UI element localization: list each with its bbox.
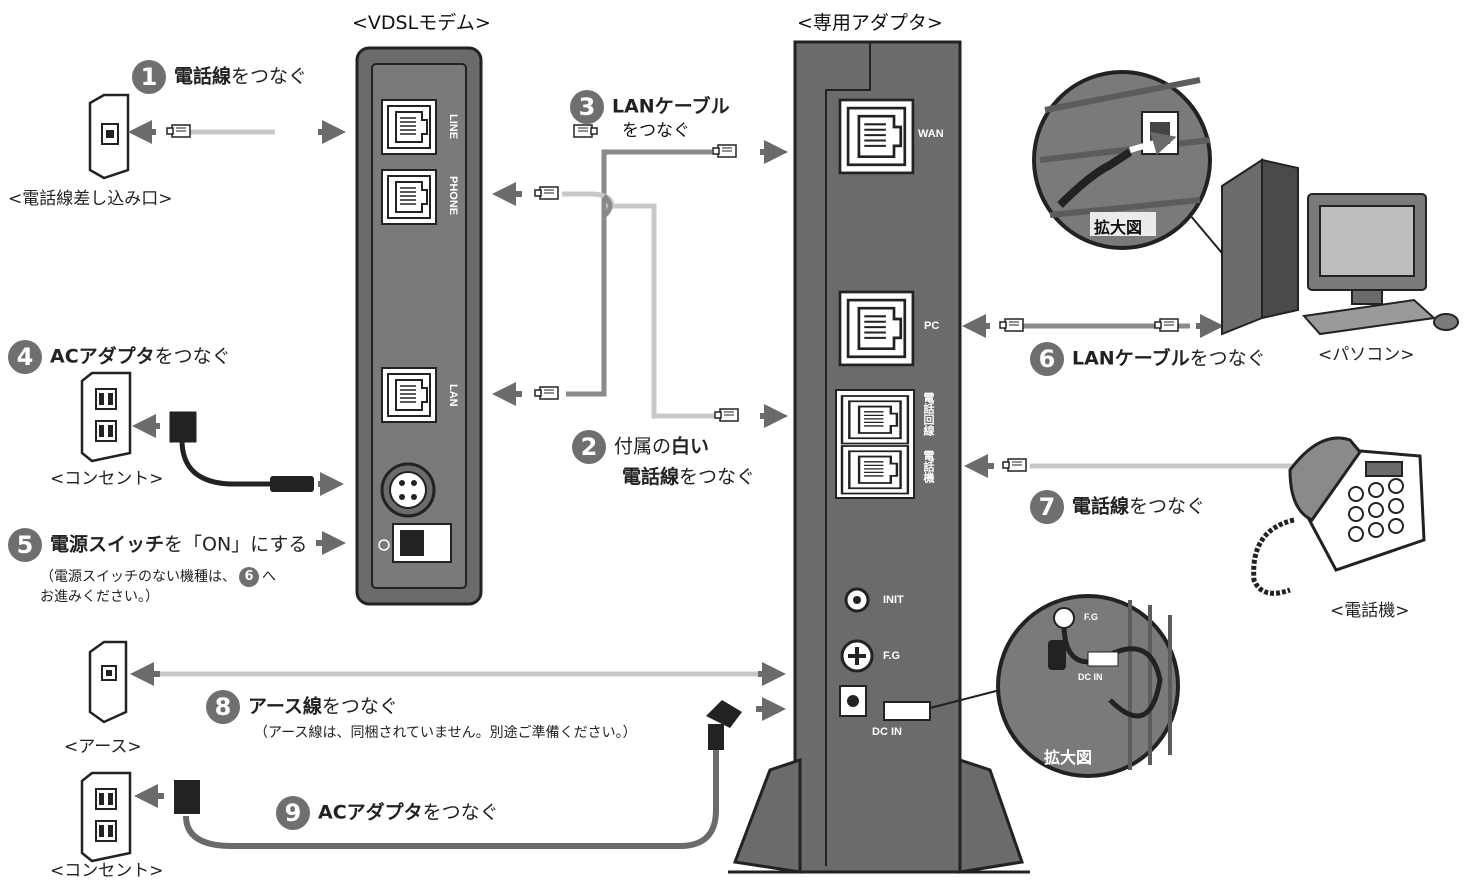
step-5-note-2: お進みください。） <box>40 589 159 605</box>
adapter-heading: <専用アダプタ> <box>797 12 943 34</box>
modem-phone-port[interactable] <box>381 169 437 225</box>
zoom-top-caption: 拡大図 <box>1094 218 1143 237</box>
step-number: 7 <box>1030 490 1064 524</box>
step-number: 4 <box>8 340 42 374</box>
step-3-rest: をつなぐ <box>622 121 690 141</box>
step-number: 2 <box>572 430 606 464</box>
step-number: 1 <box>132 60 166 94</box>
power-outlet-bottom <box>80 771 132 863</box>
power-symbol-icon <box>378 539 390 551</box>
power-outlet-top <box>80 371 132 463</box>
modem-line-label: LINE <box>447 114 459 140</box>
cables <box>128 120 1320 849</box>
step-number: 5 <box>8 528 42 562</box>
modem-heading: <VDSLモデム> <box>352 12 491 34</box>
modem-lan-label: LAN <box>447 384 459 407</box>
outlet-top-caption: <コンセント> <box>50 469 164 489</box>
adapter-pc-label: PC <box>924 320 940 332</box>
earth-terminal <box>88 640 128 724</box>
zoom-fg-label: F.G <box>1084 612 1099 622</box>
zoom-bottom-caption: 拡大図 <box>1044 748 1093 767</box>
modem-phone-label: PHONE <box>447 176 459 216</box>
telephone-caption: <電話機> <box>1330 601 1410 621</box>
adapter-line-label: 電話回線 <box>922 392 934 436</box>
zoom-dcin-label: DC IN <box>1078 672 1103 682</box>
adapter-init-label: INIT <box>883 594 904 606</box>
telephone <box>1251 436 1426 596</box>
zoom-circle-lan <box>1032 70 1233 266</box>
step-2-line2: 電話線をつなぐ <box>622 466 756 488</box>
pc-caption: <パソコン> <box>1318 345 1415 365</box>
zoom-circle-dcin <box>929 594 1180 778</box>
step-number: 6 <box>1030 342 1064 376</box>
adapter-fg-label: F.G <box>883 650 901 662</box>
adapter-pc-port[interactable] <box>838 290 915 367</box>
phone-jack-caption: <電話線差し込み口> <box>8 189 173 209</box>
personal-computer <box>1221 158 1459 336</box>
dedicated-adapter <box>728 40 1030 874</box>
phone-wall-jack <box>88 93 130 180</box>
vdsl-modem <box>355 46 483 606</box>
earth-caption: <アース> <box>64 737 142 757</box>
step-number: 8 <box>206 690 240 724</box>
adapter-telephone-label: 電話機 <box>922 450 934 483</box>
step-number: 3 <box>570 90 604 124</box>
adapter-dcin-label: DC IN <box>872 726 902 738</box>
adapter-wan-label: WAN <box>918 128 944 140</box>
adapter-wan-port[interactable] <box>838 98 915 175</box>
outlet-bottom-caption: <コンセント> <box>50 861 164 881</box>
modem-lan-port[interactable] <box>381 367 437 423</box>
modem-line-port[interactable] <box>381 99 437 155</box>
step-8-note: （アース線は、同梱されていません。別途ご準備ください。） <box>254 725 637 741</box>
step-number: 9 <box>276 796 310 830</box>
